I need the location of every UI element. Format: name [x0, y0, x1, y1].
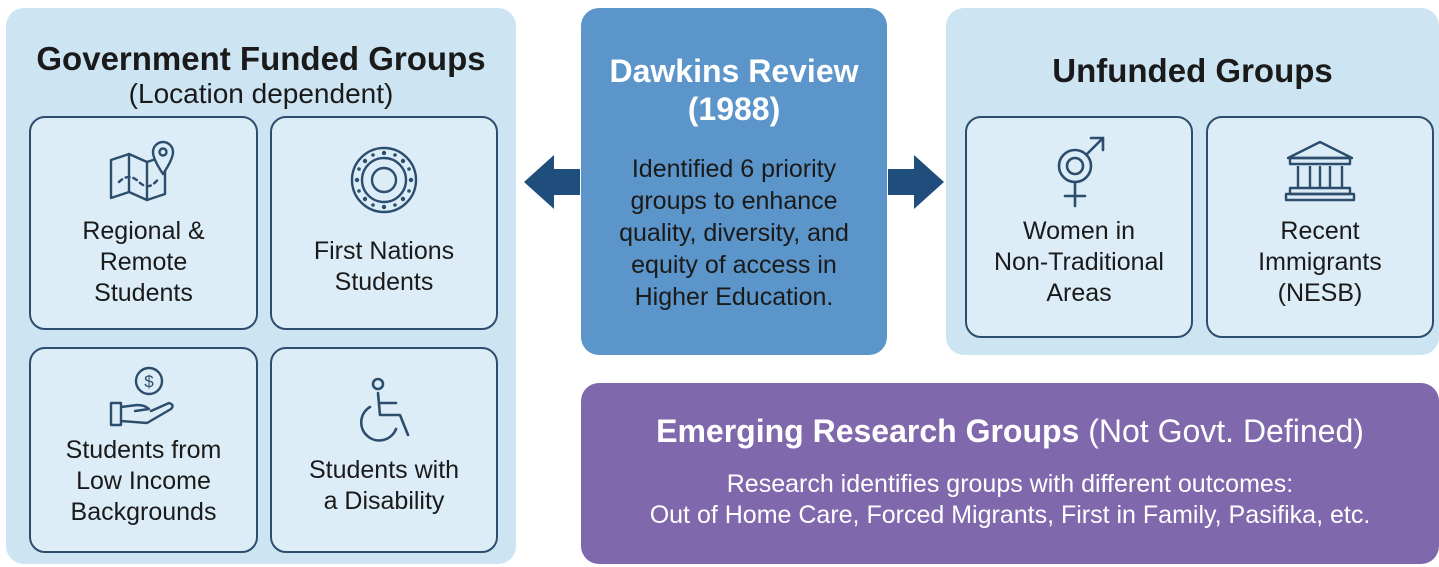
card-label: Regional & Remote Students [82, 217, 205, 307]
emerging-research-title: Emerging Research Groups (Not Govt. Defi… [581, 413, 1439, 450]
government-funded-title: Government Funded Groups [36, 40, 486, 77]
card-label: First Nations Students [313, 237, 455, 296]
emerging-research-title-bold: Emerging Research Groups [656, 413, 1080, 449]
svg-text:$: $ [144, 372, 154, 391]
card-label: Students from Low Income Backgrounds [65, 436, 222, 526]
emerging-research-line-2: Out of Home Care, Forced Migrants, First… [649, 501, 1371, 529]
card-women-non-traditional: Women in Non-Traditional Areas [965, 116, 1193, 338]
gender-symbol-icon [1057, 136, 1105, 208]
emerging-research-line-1: Research identifies groups with differen… [726, 470, 1294, 498]
right-arrow-icon [888, 155, 944, 209]
card-recent-immigrants: Recent Immigrants (NESB) [1206, 116, 1434, 338]
government-funded-subtitle: (Location dependent) [128, 78, 394, 109]
money-hand-icon: $ [109, 366, 174, 427]
government-funded-panel: Government Funded Groups (Location depen… [6, 8, 516, 564]
dawkins-review-title: Dawkins Review (1988) [609, 53, 859, 127]
emerging-research-description: Research identifies groups with differen… [581, 469, 1439, 531]
emerging-research-title-note: (Not Govt. Defined) [1079, 413, 1364, 449]
left-arrow-icon [524, 155, 580, 209]
aboriginal-circle-icon [350, 146, 418, 214]
card-label: Women in Non-Traditional Areas [994, 217, 1164, 307]
wheelchair-icon [359, 377, 410, 442]
map-pin-icon [109, 140, 174, 202]
card-first-nations: First Nations Students [270, 116, 498, 330]
card-label: Recent Immigrants (NESB) [1258, 217, 1382, 307]
institution-building-icon [1284, 140, 1356, 202]
dawkins-review-description: Identified 6 priority groups to enhance … [619, 155, 849, 311]
card-low-income: $ Students from Low Income Backgrounds [29, 347, 258, 553]
unfunded-groups-panel: Unfunded Groups Women in Non-Traditional… [946, 8, 1439, 355]
emerging-research-panel: Emerging Research Groups (Not Govt. Defi… [581, 383, 1439, 564]
dawkins-review-panel: Dawkins Review (1988) Identified 6 prior… [581, 8, 887, 355]
card-disability: Students with a Disability [270, 347, 498, 553]
card-label: Students with a Disability [308, 456, 460, 515]
unfunded-groups-title: Unfunded Groups [1052, 52, 1333, 89]
card-regional-remote: Regional & Remote Students [29, 116, 258, 330]
